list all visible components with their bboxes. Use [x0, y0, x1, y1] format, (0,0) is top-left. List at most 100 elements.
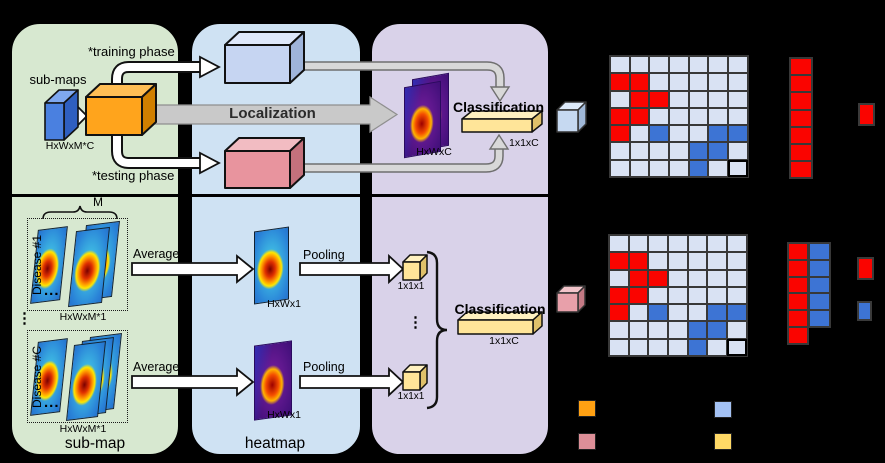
grid-cell-R [629, 287, 648, 304]
grid-cell-L [729, 74, 747, 90]
grid-cell-R [791, 144, 811, 161]
grid-cell-L [669, 339, 687, 356]
grid-cell-L [629, 236, 648, 252]
grid-cell-L [630, 160, 649, 177]
grid-cell-L [709, 74, 728, 90]
grid-cell-L [610, 270, 628, 286]
grid-cell-R [630, 91, 649, 107]
grid-cell-L [708, 253, 727, 269]
grid-cell-L [688, 253, 707, 269]
grid-cell-L [610, 236, 628, 252]
grid-cell-B [709, 143, 728, 159]
grid-cell-L [729, 57, 747, 73]
grid-cell-L [669, 287, 687, 304]
grid-cell-L [708, 270, 727, 286]
output-dim-bottom-label: 1x1xC [489, 335, 519, 347]
submap-dim-1-label: HxWxM*1 [59, 311, 107, 323]
pooling-arrow-2 [299, 366, 405, 398]
label-column-bottom-red [787, 242, 809, 345]
grid-cell-L [611, 160, 629, 177]
grid-cell-L [611, 91, 629, 107]
grid-cell-L [688, 287, 707, 304]
grid-cell-L [708, 236, 727, 252]
grid-cell-L [649, 253, 668, 269]
grid-cell-L [670, 143, 688, 159]
gather-brace [426, 250, 448, 410]
average-2-label: Average [133, 360, 180, 374]
grid-cell-R [649, 270, 668, 286]
pooling-arrow-1 [299, 253, 405, 285]
average-arrow-2 [131, 367, 255, 397]
grid-cell-R [791, 76, 811, 92]
submap-panel-label: sub-map [64, 435, 126, 452]
grid-cell-R [789, 327, 807, 343]
grid-cell-B [810, 260, 829, 276]
grid-cell-L [630, 126, 649, 142]
label-column-top [789, 57, 813, 180]
training-volume-box [224, 31, 305, 84]
grid-cell-B [729, 126, 747, 142]
grid-cell-R [630, 108, 649, 125]
grid-cell-B [810, 277, 829, 293]
grid-cell-L [670, 74, 688, 90]
label-column-bottom-blue [808, 242, 831, 328]
training-phase-arrow [111, 55, 221, 98]
grid-cell-L [728, 270, 746, 286]
grid-cell-L [669, 322, 687, 338]
m-label: M [93, 195, 103, 209]
grid-cell-L [709, 91, 728, 107]
grid-cell-L [689, 74, 708, 90]
legend-swatch-lightblue [714, 401, 732, 418]
grid-cell-L [629, 305, 648, 321]
heatmap-dim-label: HxWxC [416, 146, 452, 158]
grid-cell-B [649, 305, 668, 321]
grid-cell-B [728, 305, 746, 321]
training-phase-label: *training phase [88, 44, 175, 59]
grid-cell-L [670, 91, 688, 107]
grid-cell-L [649, 322, 668, 338]
grid-cell-R [791, 162, 811, 178]
testing-phase-arrow [111, 136, 221, 175]
grid-cell-B [688, 339, 707, 356]
heatmap-dim-2-label: HxWx1 [267, 409, 301, 421]
single-cell-bottom-blue [857, 301, 872, 321]
grid-cell-L [669, 236, 687, 252]
localization-label: Localization [229, 105, 316, 122]
grid-cell-L [670, 126, 688, 142]
grid-cell-L [709, 57, 728, 73]
heatmap-dim-1-label: HxWx1 [267, 298, 301, 310]
grid-cell-L [688, 270, 707, 286]
grid-cell-R [629, 270, 648, 286]
grid-cell-L [610, 322, 628, 338]
grid-cell-L [650, 143, 669, 159]
grid-cell-L [729, 108, 747, 125]
grid-cell-L [688, 236, 707, 252]
grid-cell-R [630, 74, 649, 90]
testing-phase-label: *testing phase [92, 168, 175, 183]
grid-cell-L [650, 74, 669, 90]
pooled-cubes-vdots: ⋮ [408, 314, 423, 331]
m-overbrace [42, 205, 118, 220]
grid-cell-L [728, 236, 746, 252]
grid-cell-L [708, 287, 727, 304]
legend-swatch-orange [578, 400, 596, 417]
grid-cell-B [708, 305, 727, 321]
grid-cell-R [789, 244, 807, 259]
grid-cell-L [709, 160, 728, 177]
grid-cell-R [611, 74, 629, 90]
grid-cell-L [649, 339, 668, 356]
pooling-2-label: Pooling [303, 360, 345, 374]
grid-cell-R [610, 305, 628, 321]
disease-c-group-box [27, 330, 128, 423]
submap-dim-2-label: HxWxM*1 [59, 423, 107, 435]
input-dim-label: HxWxM*C [45, 140, 95, 152]
disease-1-group-box [27, 218, 128, 311]
submap-cube [44, 89, 79, 141]
grid-cell-R [610, 253, 628, 269]
panel-divider-classification [370, 194, 550, 197]
grid-cell-L [728, 253, 746, 269]
grid-cell-R [791, 110, 811, 126]
grid-cell-R [789, 260, 807, 276]
disease1-ellipsis: ... [44, 282, 60, 299]
